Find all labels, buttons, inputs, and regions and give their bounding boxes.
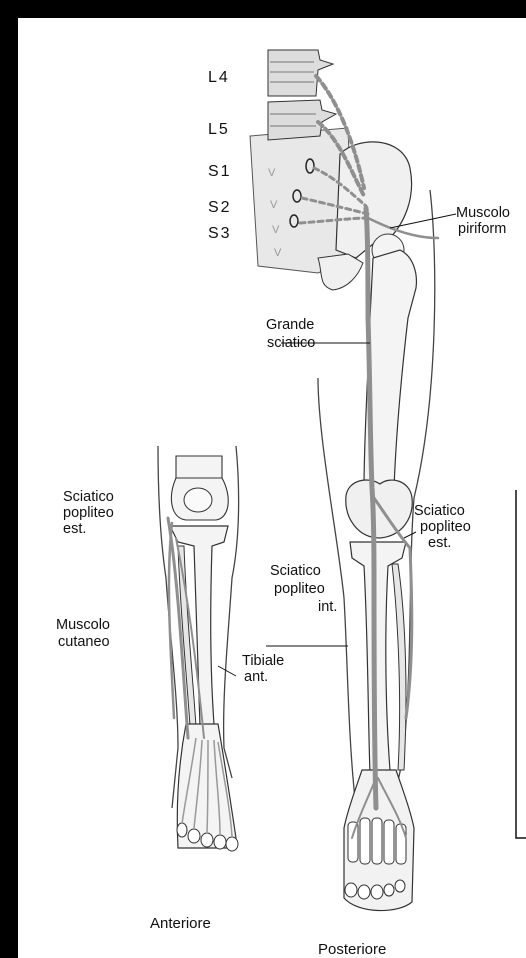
label-tibiale-ant-line2: ant.	[244, 670, 268, 685]
label-grande-sciatico-line1: Grande	[266, 318, 314, 333]
label-l5: L5	[208, 122, 230, 137]
label-popliteo-est-left-line2: popliteo	[63, 506, 114, 521]
label-popliteo-int-line1: Sciatico	[270, 564, 321, 579]
posterior-foot	[344, 770, 414, 911]
label-muscolo-cutaneo-line1: Muscolo	[56, 618, 110, 633]
svg-text:V: V	[272, 224, 280, 236]
label-s2: S2	[208, 200, 232, 215]
ischium	[318, 254, 363, 290]
label-popliteo-est-left-line1: Sciatico	[63, 490, 114, 505]
label-popliteo-int-line3: int.	[318, 600, 337, 615]
page-frame	[516, 490, 526, 838]
svg-text:V: V	[270, 199, 278, 211]
label-popliteo-est-right-line3: est.	[428, 536, 451, 551]
anatomy-illustration: V V V V	[18, 18, 526, 958]
svg-text:V: V	[274, 247, 282, 259]
label-popliteo-est-right-line2: popliteo	[420, 520, 471, 535]
label-muscolo-cutaneo-line2: cutaneo	[58, 635, 110, 650]
label-popliteo-est-right-line1: Sciatico	[414, 504, 465, 519]
label-piriformis-line2: piriform	[458, 222, 506, 237]
diagram-page: V V V V	[18, 18, 526, 958]
caption-anteriore: Anteriore	[150, 916, 211, 931]
label-popliteo-int-line2: popliteo	[274, 582, 325, 597]
lumbar-vertebra-l4	[268, 50, 333, 96]
label-s1: S1	[208, 164, 232, 179]
femur	[346, 234, 417, 538]
caption-posteriore: Posteriore	[318, 942, 386, 957]
anterior-foot	[177, 724, 238, 851]
label-l4: L4	[208, 70, 230, 85]
label-s3: S3	[208, 226, 232, 241]
label-tibiale-ant-line1: Tibiale	[242, 654, 284, 669]
label-grande-sciatico-line2: sciatico	[267, 336, 315, 351]
label-popliteo-est-left-line3: est.	[63, 522, 86, 537]
label-piriformis-line1: Muscolo	[456, 206, 510, 221]
svg-text:V: V	[268, 167, 276, 179]
posterior-lower-leg-bones	[350, 542, 406, 774]
